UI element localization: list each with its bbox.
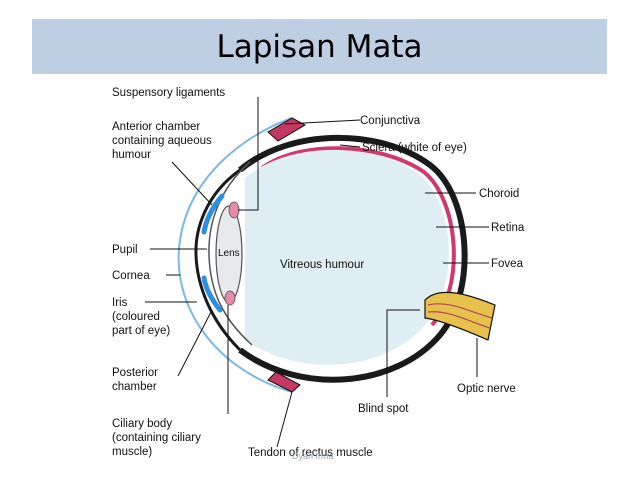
ciliary-body-top [228,201,240,219]
ciliary-body-bottom [224,290,236,306]
leader-lines [145,97,489,448]
label-posterior-chamber-2: chamber [112,381,157,393]
label-optic-nerve: Optic nerve [457,383,516,395]
label-blind-spot: Blind spot [358,403,409,415]
label-pupil: Pupil [112,244,138,256]
optic-nerve-vessels [427,303,493,329]
label-ciliary-body-1: Ciliary body [112,418,172,430]
iris-lower [201,275,223,313]
iris-upper [201,193,225,235]
label-tendon: Tendon of rectus muscle [248,447,373,459]
conjunctiva-layer [177,117,293,393]
label-cornea: Cornea [112,270,150,282]
label-choroid: Choroid [479,188,519,200]
vitreous-body [245,149,449,365]
slide-title: Lapisan Mata [216,28,423,65]
label-iris-3: part of eye) [112,325,170,337]
label-suspensory-ligaments: Suspensory ligaments [112,87,225,99]
cornea-curve [194,168,242,352]
label-vitreous-humour: Vitreous humour [280,259,364,271]
label-sclera: Sclera (white of eye) [362,142,467,154]
rectus-muscle-top [267,117,307,142]
label-ciliary-body-3: muscle) [112,446,152,458]
label-lens: Lens [218,248,240,259]
label-anterior-chamber-1: Anterior chamber [112,121,200,133]
watermark: Dyah Irma [292,451,334,461]
choroid-layer [260,146,456,327]
label-iris-2: (coloured [112,311,160,323]
title-bar: Lapisan Mata [32,19,607,74]
label-retina: Retina [491,222,525,234]
label-anterior-chamber-3: humour [112,149,151,161]
label-ciliary-body-2: (containing ciliary [112,432,201,444]
label-fovea: Fovea [491,258,524,270]
label-iris-1: Iris [112,297,128,309]
label-anterior-chamber-2: containing aqueous [112,135,212,147]
anterior-chamber-line [208,161,253,346]
label-conjunctiva: Conjunctiva [360,115,421,127]
sclera-wall [238,134,468,383]
label-posterior-chamber-1: Posterior [112,367,158,379]
